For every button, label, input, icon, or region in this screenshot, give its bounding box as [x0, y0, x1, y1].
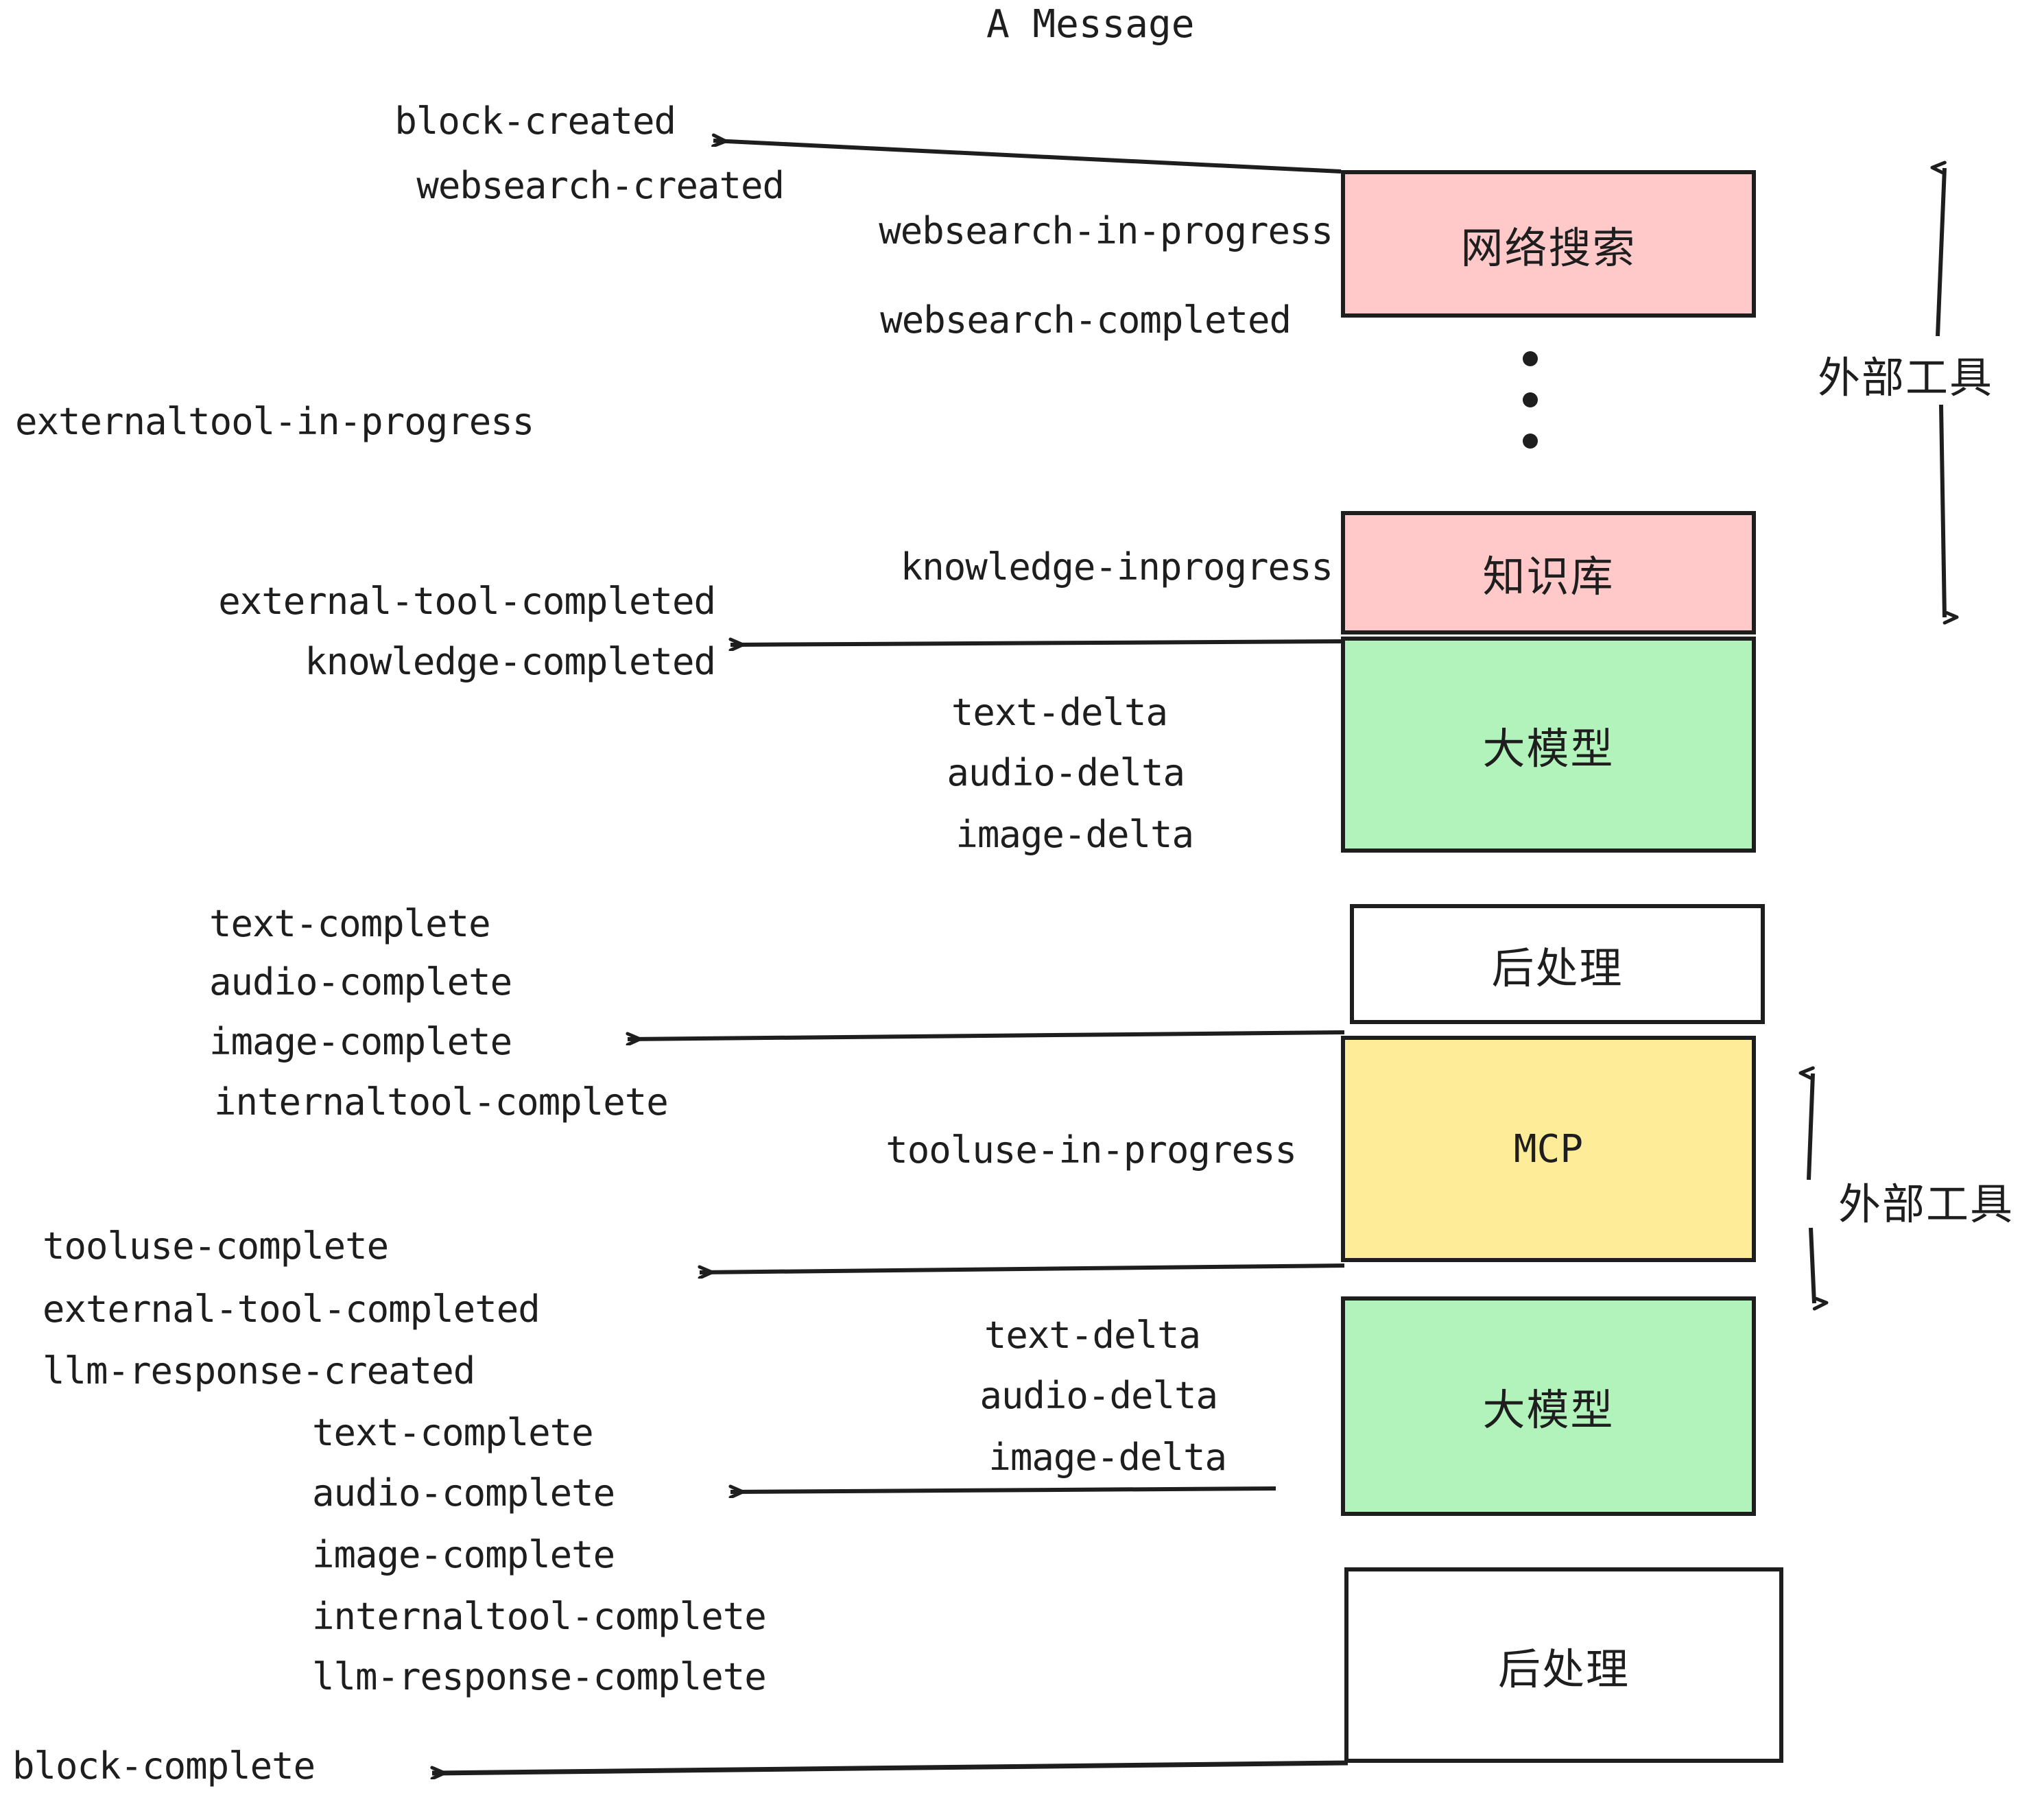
- node-postprocess-2[interactable]: 后处理: [1344, 1567, 1783, 1763]
- event-audio-complete-2: audio-complete: [312, 1471, 615, 1515]
- node-mcp[interactable]: MCP: [1341, 1036, 1756, 1262]
- event-text-delta-2: text-delta: [984, 1314, 1201, 1357]
- event-tooluse-in-progress: tooluse-in-progress: [886, 1128, 1297, 1172]
- event-block-created: block-created: [394, 99, 676, 143]
- external-tools-bottom-label: 外部工具: [1838, 1179, 2015, 1229]
- node-llm-1[interactable]: 大模型: [1341, 637, 1756, 853]
- node-llm-1-label: 大模型: [1482, 723, 1615, 774]
- event-block-complete: block-complete: [12, 1744, 316, 1788]
- node-postprocess-1[interactable]: 后处理: [1350, 904, 1765, 1024]
- node-mcp-label: MCP: [1513, 1126, 1584, 1172]
- event-image-complete-2: image-complete: [312, 1533, 615, 1576]
- event-llm-response-created: llm-response-created: [43, 1349, 475, 1392]
- dot-3: [1523, 434, 1538, 449]
- node-postprocess-2-label: 后处理: [1497, 1643, 1630, 1694]
- external-tools-top-label: 外部工具: [1818, 353, 1994, 403]
- event-websearch-in-progress: websearch-in-progress: [879, 209, 1333, 252]
- node-llm-2[interactable]: 大模型: [1341, 1296, 1756, 1516]
- event-internaltool-complete-1: internaltool-complete: [214, 1080, 669, 1124]
- event-image-delta-1: image-delta: [955, 813, 1194, 856]
- event-websearch-completed: websearch-completed: [880, 298, 1292, 342]
- arrow-llm2-to-audio-complete: [730, 1488, 1276, 1492]
- arrow-mcp-to-tooluse-complete: [700, 1263, 1345, 1272]
- arrow-websearch-to-block-created: [713, 141, 1342, 174]
- node-knowledge[interactable]: 知识库: [1341, 511, 1756, 634]
- node-postprocess-1-label: 后处理: [1491, 942, 1624, 993]
- dot-1: [1523, 351, 1538, 366]
- arrow-postprocess1-to-image-complete: [628, 1030, 1345, 1039]
- dot-2: [1523, 392, 1538, 407]
- event-knowledge-inprogress: knowledge-inprogress: [900, 545, 1333, 589]
- event-text-complete-1: text-complete: [209, 902, 491, 945]
- node-websearch-label: 网络搜索: [1460, 222, 1637, 273]
- node-llm-2-label: 大模型: [1482, 1385, 1615, 1435]
- event-websearch-created: websearch-created: [416, 164, 785, 207]
- event-image-delta-2: image-delta: [988, 1436, 1227, 1479]
- external-tools-bottom-bracket: [1809, 1073, 1814, 1303]
- event-internaltool-complete-2: internaltool-complete: [312, 1595, 767, 1638]
- event-image-complete-1: image-complete: [209, 1020, 512, 1063]
- event-text-complete-2: text-complete: [312, 1411, 594, 1454]
- event-llm-response-complete: llm-response-complete: [312, 1655, 767, 1698]
- event-tooluse-complete: tooluse-complete: [43, 1224, 389, 1268]
- node-knowledge-label: 知识库: [1482, 551, 1615, 602]
- event-audio-delta-1: audio-delta: [947, 751, 1185, 794]
- event-external-tool-completed-1: external-tool-completed: [218, 580, 716, 623]
- page-title: A Message: [986, 2, 1195, 47]
- event-audio-delta-2: audio-delta: [979, 1374, 1218, 1417]
- arrow-postprocess2-to-block-complete: [432, 1760, 1348, 1773]
- arrow-llm1-to-knowledge-completed: [730, 641, 1342, 645]
- event-audio-complete-1: audio-complete: [209, 960, 512, 1004]
- event-knowledge-completed: knowledge-completed: [305, 640, 716, 683]
- node-websearch[interactable]: 网络搜索: [1341, 170, 1756, 318]
- ellipsis-dots: [1523, 351, 1538, 449]
- event-external-tool-completed-2: external-tool-completed: [43, 1287, 540, 1331]
- event-externaltool-in-progress: externaltool-in-progress: [15, 400, 534, 443]
- event-text-delta-1: text-delta: [951, 691, 1168, 734]
